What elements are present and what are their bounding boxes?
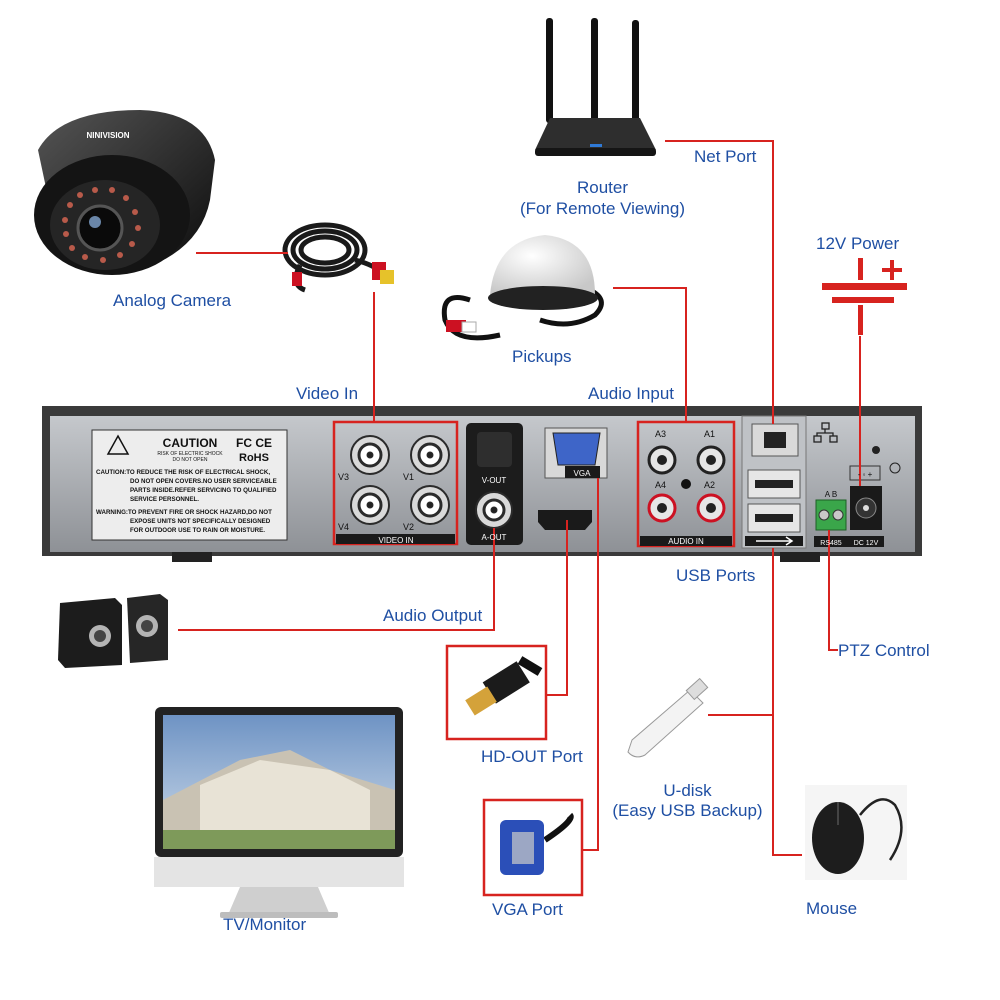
fc-ce-mark: FC CE xyxy=(236,436,272,450)
caution-title: CAUTION xyxy=(163,436,218,450)
pickup-microphone-image xyxy=(441,235,604,341)
vout-port xyxy=(477,432,512,467)
tv-monitor-image xyxy=(154,707,404,918)
port-label-a1: A1 xyxy=(704,429,715,439)
analog-camera-image xyxy=(34,110,215,275)
vga-caption: VGA xyxy=(574,469,592,478)
vga-cable-image xyxy=(500,812,574,875)
port-label-v2: V2 xyxy=(403,522,414,532)
router-image xyxy=(535,18,656,156)
video-port-labels: V3 V1 V4 V2 xyxy=(338,472,414,532)
dc12v-caption: DC 12V xyxy=(854,540,879,547)
label-hd-out-port: HD-OUT Port xyxy=(481,747,583,766)
label-ptz-control: PTZ Control xyxy=(838,641,930,660)
label-audio-input: Audio Input xyxy=(588,384,675,403)
vga-connector-box xyxy=(482,798,584,897)
port-label-a4: A4 xyxy=(655,480,666,490)
ground-icon xyxy=(889,462,901,474)
audio-in-rca-ports xyxy=(647,445,726,523)
vga-port xyxy=(552,432,601,466)
camera-brand-logo: NINIVISION xyxy=(86,131,129,140)
aout-bnc-port xyxy=(475,491,513,529)
video-in-bnc-ports xyxy=(350,435,450,525)
warning-text-lines: CAUTION:TO REDUCE THE RISK OF ELECTRICAL… xyxy=(96,469,277,534)
a-out-label: A-OUT xyxy=(482,533,507,542)
label-pickups: Pickups xyxy=(512,347,572,366)
caution-sub2: DO NOT OPEN xyxy=(173,457,208,463)
label-audio-output: Audio Output xyxy=(383,606,483,625)
label-udisk-sub: (Easy USB Backup) xyxy=(612,801,763,820)
label-udisk: U-disk xyxy=(663,781,712,800)
warning-line: WARNING:TO PREVENT FIRE OR SHOCK HAZARD,… xyxy=(96,509,272,516)
speakers-image xyxy=(58,594,168,668)
warning-line: PARTS INSIDE.REFER SERVICING TO QUALIFIE… xyxy=(130,487,277,494)
warning-line: FOR OUTDOOR USE TO RAIN OR MOISTURE. xyxy=(130,527,265,534)
port-label-a3: A3 xyxy=(655,429,666,439)
audio-in-caption: AUDIO IN xyxy=(668,537,704,546)
hdmi-port xyxy=(538,510,592,530)
label-tv-monitor: TV/Monitor xyxy=(223,915,307,934)
audio-port-labels: A3 A1 A4 A2 xyxy=(655,429,715,490)
usb-ports xyxy=(747,469,801,533)
port-label-v1: V1 xyxy=(403,472,414,482)
label-12v-power: 12V Power xyxy=(816,234,900,253)
port-label-v3: V3 xyxy=(338,472,349,482)
label-usb-ports: USB Ports xyxy=(676,566,756,585)
label-net-port: Net Port xyxy=(694,147,757,166)
rohs-mark: RoHS xyxy=(239,452,269,464)
video-in-caption-bar xyxy=(336,534,455,544)
connection-wires xyxy=(178,140,861,856)
warning-line: EXPOSE UNITS NOT SPECIFICALLY DESIGNED xyxy=(130,518,271,525)
v-out-label: V-OUT xyxy=(482,476,507,485)
mouse-image xyxy=(805,785,907,880)
screw-hole xyxy=(872,446,880,454)
port-label-v4: V4 xyxy=(338,522,349,532)
polarity-label: - ◦ + xyxy=(858,470,873,479)
udisk-image xyxy=(627,677,709,758)
video-in-caption: VIDEO IN xyxy=(378,536,413,545)
label-router: Router xyxy=(576,178,629,197)
dc12v-caption-bar xyxy=(848,536,884,547)
rs485-caption: RS485 xyxy=(820,540,842,547)
label-video-in: Video In xyxy=(296,384,359,403)
label-router-sub: (For Remote Viewing) xyxy=(519,199,686,218)
port-label-a2: A2 xyxy=(704,480,715,490)
network-icon xyxy=(813,422,838,443)
vga-caption-bar xyxy=(565,466,600,478)
hd-out-connector-box xyxy=(445,644,548,741)
rs485-caption-bar xyxy=(814,536,848,547)
rs485-ab-label: A B xyxy=(825,490,837,499)
warning-line: CAUTION:TO REDUCE THE RISK OF ELECTRICAL… xyxy=(96,469,270,476)
label-mouse: Mouse xyxy=(806,899,858,918)
label-vga-port: VGA Port xyxy=(492,900,563,919)
audio-in-caption-bar xyxy=(640,536,732,546)
usb-icon xyxy=(756,536,794,546)
warning-triangle-icon xyxy=(106,434,130,455)
video-cable-image xyxy=(282,222,394,293)
hdmi-cable-image xyxy=(465,656,543,716)
warning-line: DO NOT OPEN COVERS.NO USER SERVICEABLE xyxy=(130,478,277,485)
warning-line: SERVICE PERSONNEL. xyxy=(130,496,199,503)
label-analog-camera: Analog Camera xyxy=(113,291,232,310)
power-symbol xyxy=(822,258,907,335)
caution-sub1: RISK OF ELECTRIC SHOCK xyxy=(157,451,223,457)
